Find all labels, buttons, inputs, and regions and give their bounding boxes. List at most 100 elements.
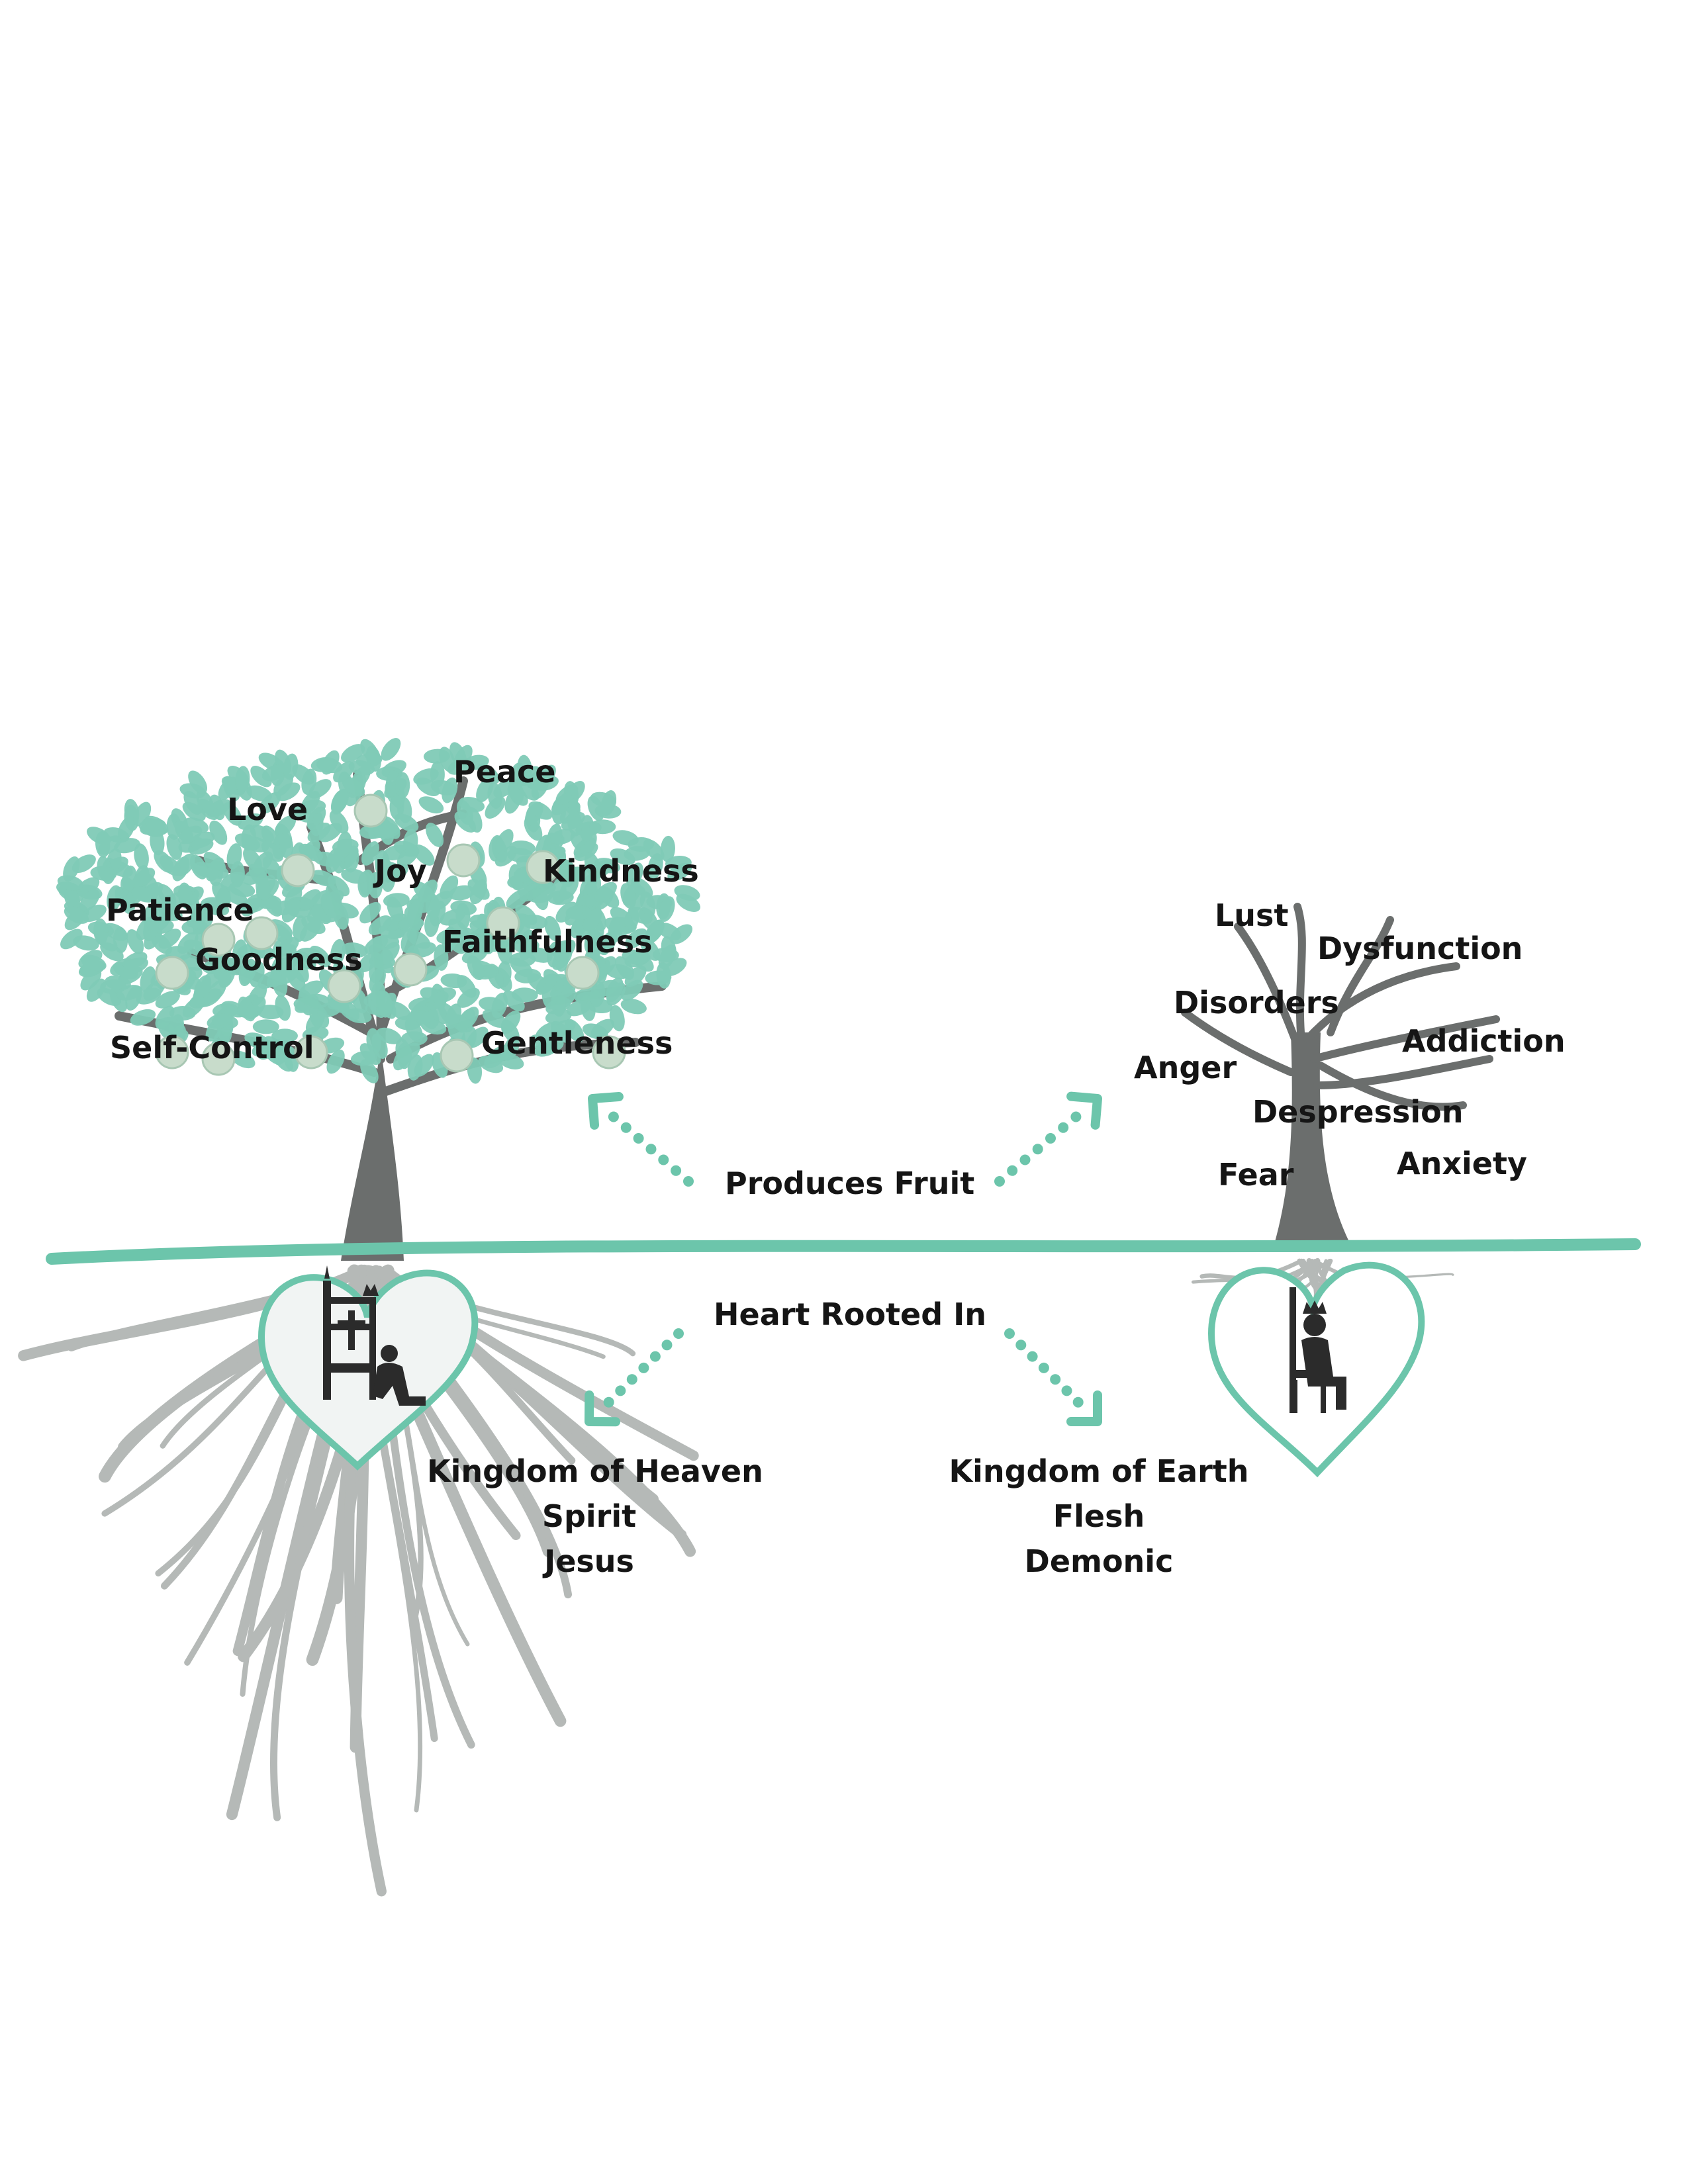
leaf bbox=[397, 846, 419, 868]
leaf bbox=[310, 870, 336, 887]
leaf bbox=[565, 1019, 585, 1042]
fruit-anger: Anger bbox=[1134, 1050, 1237, 1085]
leaf bbox=[177, 825, 203, 844]
dead-branch bbox=[1181, 1009, 1295, 1076]
fruit bbox=[327, 969, 361, 1003]
leaf bbox=[442, 927, 457, 953]
leaf bbox=[250, 766, 272, 788]
leaf bbox=[90, 866, 117, 881]
leaf bbox=[63, 856, 80, 882]
leaf bbox=[361, 841, 380, 866]
leaf bbox=[612, 830, 639, 846]
leaf bbox=[276, 936, 299, 957]
leaf bbox=[418, 796, 444, 814]
leaf bbox=[394, 813, 419, 832]
leaf bbox=[81, 954, 107, 972]
arrow-dot bbox=[661, 1340, 673, 1351]
leaf bbox=[326, 1049, 345, 1074]
leaf bbox=[73, 935, 99, 951]
leaf bbox=[555, 784, 579, 805]
leaf bbox=[299, 799, 326, 815]
fruit bbox=[244, 916, 279, 950]
arrow-dot bbox=[633, 1133, 644, 1144]
leaf bbox=[511, 987, 538, 1003]
spirit-label: Spirit bbox=[541, 1498, 637, 1534]
kingdom-of-heaven-label: Kingdom of Heaven bbox=[427, 1453, 763, 1489]
leaf bbox=[238, 996, 256, 1022]
leaf bbox=[143, 915, 160, 942]
leaf bbox=[228, 882, 256, 897]
leaf bbox=[360, 1059, 379, 1083]
leaf bbox=[235, 766, 250, 793]
leaf bbox=[445, 1003, 462, 1029]
leaf bbox=[338, 999, 359, 1021]
fruit bbox=[592, 1035, 626, 1069]
arrow-head bbox=[585, 1390, 620, 1427]
leaf bbox=[469, 936, 494, 954]
bad-tree-trunk bbox=[1181, 903, 1500, 1244]
leaf bbox=[507, 784, 528, 806]
leaf bbox=[397, 917, 424, 932]
arrow-dot bbox=[620, 1122, 632, 1133]
leaf bbox=[404, 1018, 423, 1042]
leaf bbox=[330, 938, 346, 966]
arrow-head bbox=[588, 1092, 624, 1130]
leaf bbox=[413, 882, 436, 903]
leaf bbox=[624, 966, 647, 987]
leaf bbox=[241, 824, 256, 851]
leaf bbox=[530, 1034, 554, 1054]
fruit-joy: Joy bbox=[375, 853, 427, 889]
arrow-dot bbox=[608, 1111, 619, 1122]
fruit bbox=[393, 952, 428, 987]
leaf bbox=[330, 789, 348, 815]
leaf bbox=[590, 1019, 614, 1038]
leaf bbox=[230, 861, 245, 888]
fruit-peace: Peace bbox=[453, 754, 556, 790]
fruit-lust: Lust bbox=[1215, 897, 1289, 933]
leaf bbox=[307, 822, 331, 842]
arrow-dot bbox=[658, 1154, 669, 1165]
fruit-dysfunction: Dysfunction bbox=[1317, 931, 1523, 966]
leaf bbox=[169, 1006, 196, 1021]
leaf bbox=[615, 956, 634, 980]
leaf bbox=[395, 772, 410, 799]
leaf bbox=[241, 894, 262, 917]
leaf bbox=[528, 801, 553, 820]
arrow-dot bbox=[1019, 1154, 1031, 1165]
leaf bbox=[660, 835, 675, 862]
leaf bbox=[156, 906, 183, 921]
leaf bbox=[567, 999, 592, 1017]
leaf bbox=[371, 981, 386, 1008]
dead-branch bbox=[1327, 916, 1394, 1036]
arrow-dot bbox=[1004, 1328, 1015, 1339]
leaf bbox=[521, 915, 548, 930]
leaf bbox=[647, 853, 663, 880]
fruit-patience: Patience bbox=[106, 892, 254, 928]
leaf bbox=[482, 1009, 506, 1028]
leaf bbox=[639, 891, 656, 918]
leaf bbox=[477, 763, 500, 784]
produces-fruit-label: Produces Fruit bbox=[725, 1165, 975, 1201]
leaf bbox=[598, 931, 618, 955]
leaf bbox=[64, 906, 89, 924]
leaf bbox=[544, 915, 561, 942]
dead-branch bbox=[1234, 923, 1301, 1050]
flesh-label: Flesh bbox=[1053, 1498, 1145, 1534]
leaf bbox=[283, 753, 299, 780]
arrow-dot bbox=[1038, 1362, 1049, 1373]
arrow-dot bbox=[603, 1396, 614, 1408]
leaf bbox=[218, 776, 238, 800]
fruit-despression: Despression bbox=[1252, 1094, 1464, 1130]
leaf bbox=[138, 821, 165, 837]
leaf bbox=[230, 1050, 256, 1069]
leaf bbox=[299, 889, 321, 910]
produces-fruit-right-arrow bbox=[994, 1091, 1102, 1187]
leaf bbox=[155, 991, 180, 1009]
fruit-gentleness: Gentleness bbox=[481, 1025, 673, 1061]
leaf bbox=[426, 823, 444, 847]
dead-trunk-body bbox=[1274, 1032, 1350, 1244]
leaf bbox=[526, 888, 553, 903]
dead-branch bbox=[1303, 962, 1460, 1043]
fruit-love: Love bbox=[227, 792, 308, 827]
